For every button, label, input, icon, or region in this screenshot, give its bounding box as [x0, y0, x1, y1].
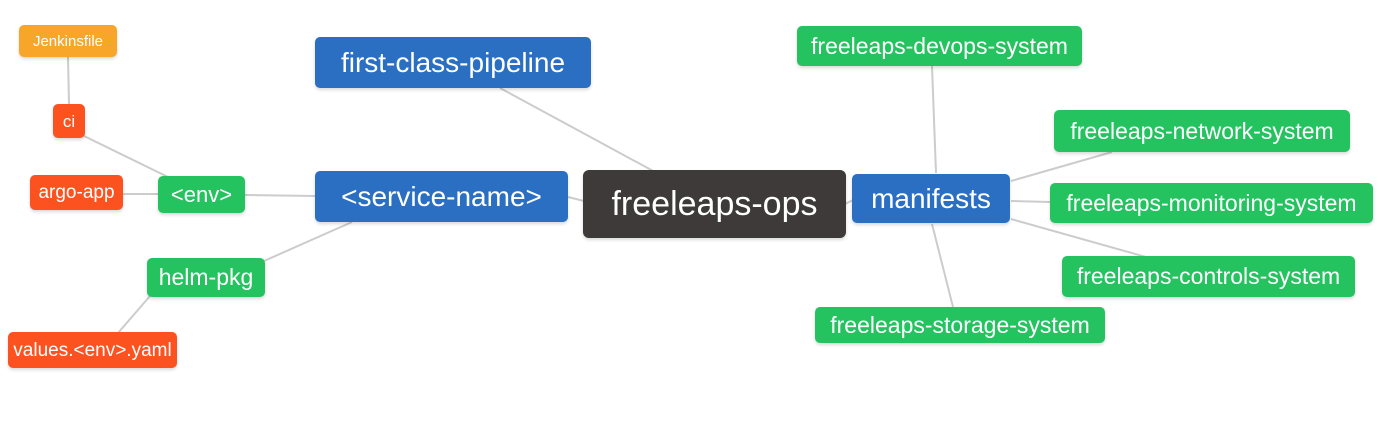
- node-network-system[interactable]: freeleaps-network-system: [1054, 110, 1350, 152]
- node-helm-pkg[interactable]: helm-pkg: [147, 258, 265, 297]
- node-jenkinsfile[interactable]: Jenkinsfile: [19, 25, 117, 57]
- edge-manifests-controls: [1010, 218, 1147, 258]
- edge-manifests-devops: [931, 65, 937, 174]
- node-manifests[interactable]: manifests: [852, 174, 1010, 223]
- edge-helm-pkg-values: [117, 295, 151, 334]
- node-monitoring-system[interactable]: freeleaps-monitoring-system: [1050, 183, 1373, 223]
- node-values-env-yaml[interactable]: values.<env>.yaml: [8, 332, 177, 368]
- node-ci[interactable]: ci: [53, 104, 85, 138]
- edge-ci-env: [83, 135, 171, 179]
- edge-manifests-monitoring: [1010, 200, 1051, 203]
- edge-env-service-name: [244, 194, 316, 197]
- node-env[interactable]: <env>: [158, 176, 245, 213]
- edge-jenkinsfile-ci: [67, 56, 70, 105]
- node-storage-system[interactable]: freeleaps-storage-system: [815, 307, 1105, 343]
- edge-service-name-helm-pkg: [263, 221, 353, 262]
- edge-service-name-ops: [567, 196, 585, 202]
- edge-ops-manifests: [844, 199, 854, 205]
- edge-manifests-storage: [931, 223, 954, 308]
- node-controls-system[interactable]: freeleaps-controls-system: [1062, 256, 1355, 297]
- node-devops-system[interactable]: freeleaps-devops-system: [797, 26, 1082, 66]
- edge-pipeline-ops: [499, 87, 656, 173]
- node-argo-app[interactable]: argo-app: [30, 175, 123, 210]
- edge-manifests-network: [1010, 151, 1113, 182]
- node-service-name[interactable]: <service-name>: [315, 171, 568, 222]
- node-first-class-pipeline[interactable]: first-class-pipeline: [315, 37, 591, 88]
- node-freeleaps-ops-root[interactable]: freeleaps-ops: [583, 170, 846, 238]
